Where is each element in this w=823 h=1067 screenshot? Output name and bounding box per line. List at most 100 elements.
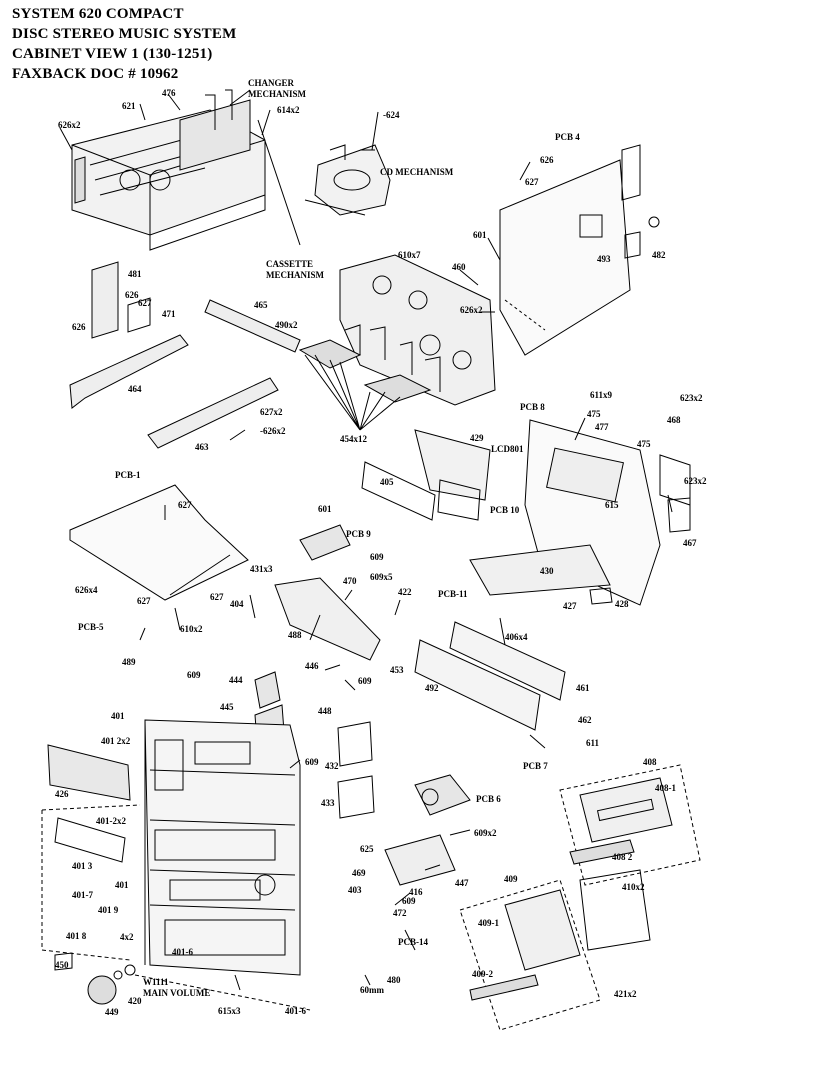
label-623x2-b: 623x2	[684, 476, 707, 486]
label-492: 492	[425, 683, 439, 693]
cd-mechanism-part	[314, 144, 391, 216]
label-427: 427	[563, 601, 577, 611]
label-403: 403	[348, 885, 362, 895]
label-changer-2: MECHANISM	[248, 89, 307, 99]
label-465: 465	[254, 300, 268, 310]
label-480: 480	[387, 975, 401, 985]
pcb-1-part	[69, 484, 249, 601]
label-626-b: 626	[125, 290, 139, 300]
label-60mm: 60mm	[360, 985, 384, 995]
plate-462-part	[414, 639, 541, 731]
label-401-3: 401 3	[72, 861, 93, 871]
label-476: 476	[162, 88, 176, 98]
label-609-d: 609	[305, 757, 319, 767]
assembly-427-part	[469, 544, 611, 596]
frame-410-part	[579, 869, 651, 951]
label-475-a: 475	[587, 409, 601, 419]
label-406x4: 406x4	[505, 632, 528, 642]
label-610x7: 610x7	[398, 250, 421, 260]
window-401-3-part	[54, 817, 126, 863]
label-449: 449	[105, 1007, 119, 1017]
label-609-e: 609	[402, 896, 416, 906]
label-401-2x2: 401 2x2	[101, 736, 131, 746]
changer-mechanism-part	[71, 89, 266, 251]
rail-464-part	[69, 334, 189, 409]
label-401-6-b: 401-6	[285, 1006, 306, 1016]
label-448: 448	[318, 706, 332, 716]
label-401-9: 401 9	[98, 905, 119, 915]
label-493: 493	[597, 254, 611, 264]
label-404: 404	[230, 599, 244, 609]
cassette-mechanism-part	[339, 254, 496, 406]
label-472: 472	[393, 908, 407, 918]
label-626x4: 626x4	[75, 585, 98, 595]
label-421x2: 421x2	[614, 989, 637, 999]
label-488: 488	[288, 630, 302, 640]
label-420: 420	[128, 996, 142, 1006]
label-401-7: 401-7	[72, 890, 93, 900]
label-482: 482	[652, 250, 666, 260]
label-467: 467	[683, 538, 697, 548]
bracket-432	[337, 721, 373, 767]
label-609-a: 609	[370, 552, 384, 562]
label-401-b: 401	[115, 880, 129, 890]
label-430: 430	[540, 566, 554, 576]
pcb-10-part	[437, 479, 481, 521]
label-pcb-1: PCB-1	[115, 470, 141, 480]
label-444: 444	[229, 675, 243, 685]
label-431x3: 431x3	[250, 564, 273, 574]
label-614x2: 614x2	[277, 105, 300, 115]
label-621: 621	[122, 101, 136, 111]
label-471: 471	[162, 309, 176, 319]
label-625: 625	[360, 844, 374, 854]
title-line-1: SYSTEM 620 COMPACT	[12, 6, 184, 22]
title-line-4: FAXBACK DOC # 10962	[12, 66, 179, 82]
label-433: 433	[321, 798, 335, 808]
label-461: 461	[576, 683, 590, 693]
label-pcb-4: PCB 4	[555, 132, 580, 142]
label-615: 615	[605, 500, 619, 510]
label-626x2-c: -626x2	[260, 426, 286, 436]
label-460: 460	[452, 262, 466, 272]
label-611: 611	[586, 738, 600, 748]
label-cd-mechanism: CD MECHANISM	[380, 167, 454, 177]
label-601-a: 601	[473, 230, 487, 240]
bracket-429-part	[414, 429, 491, 501]
bracket-433	[337, 775, 375, 819]
label-pcb-5: PCB-5	[78, 622, 104, 632]
label-401-2x2-b: 401-2x2	[96, 816, 126, 826]
label-w1111: W1111	[143, 977, 169, 987]
part-444	[254, 671, 281, 709]
door-408-part	[559, 764, 701, 886]
plate-461-part	[449, 621, 566, 701]
label-cassette-2: MECHANISM	[266, 270, 325, 280]
pcb-6-part	[414, 774, 471, 816]
pcb-9-part	[299, 524, 351, 561]
label-627-b: 627	[138, 298, 152, 308]
label-609-b: 609	[358, 676, 372, 686]
label-601-b: 601	[318, 504, 332, 514]
label-409-2: 409-2	[472, 969, 493, 979]
label-609x5: 609x5	[370, 572, 393, 582]
label-627-c: 627	[178, 500, 192, 510]
label-626x2-b: 626x2	[460, 305, 483, 315]
label-477: 477	[595, 422, 609, 432]
label-410x2: 410x2	[622, 882, 645, 892]
label-445: 445	[220, 702, 234, 712]
label-627x2: 627x2	[260, 407, 283, 417]
label-pcb-6: PCB 6	[476, 794, 501, 804]
label-lcd801: LCD801	[491, 444, 524, 454]
buttons-454-part	[298, 339, 432, 431]
label-428: 428	[615, 599, 629, 609]
label-627-d: 627	[137, 596, 151, 606]
rail-463-part	[147, 377, 279, 449]
label-408-1: 408-1	[655, 783, 676, 793]
front-cabinet-part	[144, 719, 301, 976]
label-426: 426	[55, 789, 69, 799]
label-pcb-8: PCB 8	[520, 402, 545, 412]
label-464: 464	[128, 384, 142, 394]
label-416: 416	[409, 887, 423, 897]
label-490x2: 490x2	[275, 320, 298, 330]
label-626-c: 626	[72, 322, 86, 332]
